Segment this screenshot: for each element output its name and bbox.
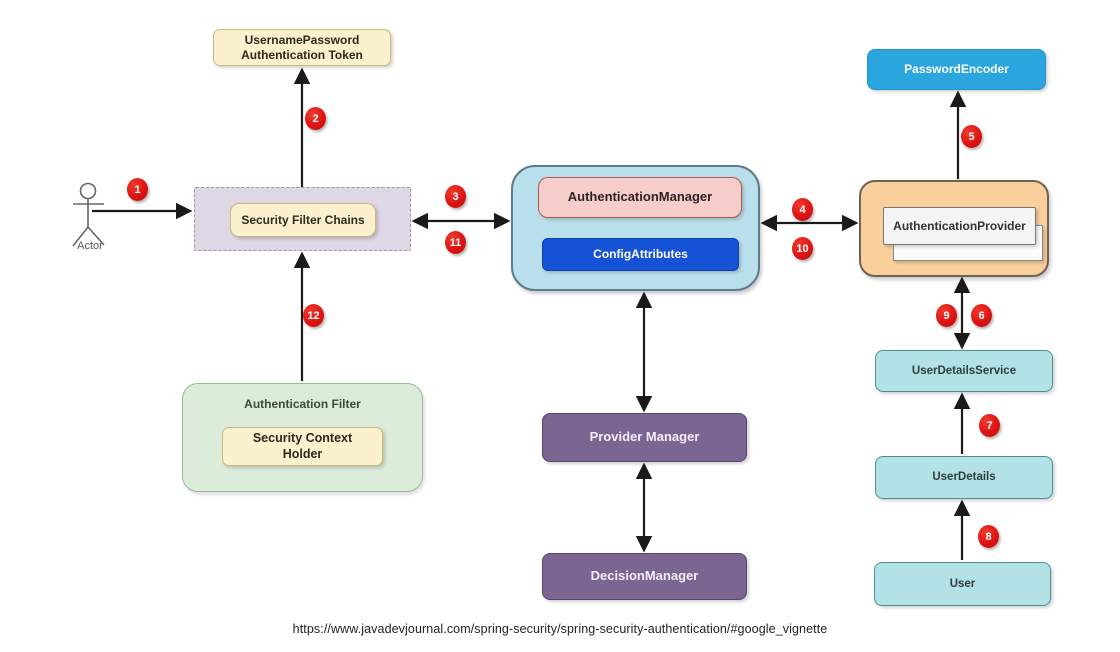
authentication-provider-node: AuthenticationProvider <box>883 207 1036 245</box>
step-badge-7: 7 <box>979 414 1000 437</box>
actor-label: Actor <box>77 240 103 252</box>
step-badge-1: 1 <box>127 178 148 201</box>
user-details-node: UserDetails <box>875 456 1053 499</box>
step-badge-4: 4 <box>792 198 813 221</box>
user-node: User <box>874 562 1051 606</box>
step-badge-11: 11 <box>445 231 466 254</box>
provider-manager-node: Provider Manager <box>542 413 747 462</box>
step-badge-12: 12 <box>303 304 324 327</box>
authentication-filter-label: Authentication Filter <box>244 397 361 411</box>
decision-manager-node: DecisionManager <box>542 553 747 600</box>
step-badge-10: 10 <box>792 237 813 260</box>
step-badge-9: 9 <box>936 304 957 327</box>
authentication-manager-node: AuthenticationManager <box>538 177 742 218</box>
actor-figure <box>72 182 105 247</box>
password-encoder-node: PasswordEncoder <box>867 49 1046 90</box>
config-attributes-node: ConfigAttributes <box>542 238 739 271</box>
step-badge-8: 8 <box>978 525 999 548</box>
security-context-holder-node: Security Context Holder <box>222 427 383 466</box>
step-badge-6: 6 <box>971 304 992 327</box>
security-filter-chains-node: Security Filter Chains <box>230 203 376 237</box>
source-url-caption: https://www.javadevjournal.com/spring-se… <box>292 622 828 636</box>
step-badge-5: 5 <box>961 125 982 148</box>
username-password-authentication-token-node: UsernamePassword Authentication Token <box>213 29 391 66</box>
step-badge-2: 2 <box>305 107 326 130</box>
user-details-service-node: UserDetailsService <box>875 350 1053 392</box>
step-badge-3: 3 <box>445 185 466 208</box>
